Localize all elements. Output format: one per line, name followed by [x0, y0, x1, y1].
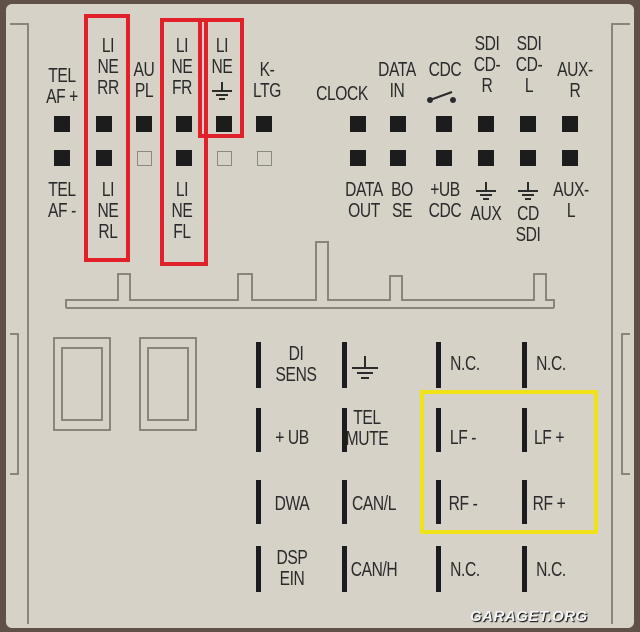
- label-line-fr: LI NE FR: [171, 35, 193, 99]
- pin: [176, 116, 192, 132]
- highlight-line-rear: [84, 14, 130, 262]
- terminal-bar: [256, 480, 261, 524]
- watermark: GARAGET.ORG: [470, 608, 588, 625]
- label-nc: N.C.: [536, 559, 566, 581]
- pin-empty: [137, 151, 152, 166]
- pin: [520, 116, 536, 132]
- label-dwa: DWA: [274, 493, 310, 515]
- label-lf-minus: LF -: [449, 427, 477, 449]
- label-clock: CLOCK: [316, 83, 368, 105]
- label-bose: BO SE: [391, 179, 413, 222]
- label-sdi-cd-r: SDI CD- R: [473, 33, 501, 97]
- label-dsp-ein: DSP EIN: [276, 547, 308, 590]
- pin-empty: [257, 151, 272, 166]
- terminal-bar: [522, 408, 527, 452]
- terminal-bar: [342, 408, 347, 452]
- pin-empty: [217, 151, 232, 166]
- label-line-ground: LI NE: [211, 35, 233, 78]
- label-k-ltg: K- LTG: [252, 59, 282, 102]
- terminal-bar: [256, 408, 261, 452]
- housing-outline: [10, 23, 630, 624]
- label-tel-mute: TEL MUTE: [345, 407, 389, 450]
- label-line-rr: LI NE RR: [97, 35, 119, 99]
- pin: [478, 150, 494, 166]
- label-lf-plus: LF +: [533, 427, 565, 449]
- pin: [216, 116, 232, 132]
- terminal-bar: [436, 408, 441, 452]
- terminal-bar: [436, 342, 441, 388]
- pin: [96, 116, 112, 132]
- label-gnd-aux: AUX: [470, 203, 502, 225]
- highlight-line-ground: [198, 18, 244, 138]
- label-can-l: CAN/L: [352, 493, 396, 515]
- terminal-bar: [522, 480, 527, 524]
- label-data-in: DATA IN: [378, 59, 416, 102]
- pin: [562, 150, 578, 166]
- highlight-speaker-outputs: [420, 390, 598, 534]
- label-rf-minus: RF -: [448, 493, 478, 515]
- label-tel-af-plus: TEL AF +: [46, 65, 78, 108]
- ground-icon: [518, 182, 538, 200]
- label-plus-ub: + UB: [275, 427, 309, 449]
- label-ub-cdc: +UB CDC: [428, 179, 462, 222]
- pin: [390, 116, 406, 132]
- pin: [562, 116, 578, 132]
- ground-icon: [476, 182, 496, 200]
- label-data-out: DATA OUT: [345, 179, 383, 222]
- ground-icon: [352, 356, 378, 379]
- pin: [436, 116, 452, 132]
- pin: [390, 150, 406, 166]
- terminal-bar: [522, 546, 527, 592]
- terminal-bar: [436, 480, 441, 524]
- label-tel-af-minus: TEL AF -: [48, 179, 76, 222]
- terminal-bar: [342, 480, 347, 524]
- terminal-bar: [342, 342, 347, 388]
- label-nc: N.C.: [450, 353, 480, 375]
- pin: [176, 150, 192, 166]
- label-aux-r: AUX- R: [557, 59, 593, 102]
- pin: [478, 116, 494, 132]
- terminal-bar: [256, 546, 261, 592]
- pin: [54, 116, 70, 132]
- label-rf-plus: RF +: [532, 493, 566, 515]
- pin: [96, 150, 112, 166]
- label-gnd-cd-sdi: CD SDI: [515, 203, 541, 246]
- terminal-bar: [256, 342, 261, 388]
- pin: [256, 116, 272, 132]
- label-au-pl: AU PL: [133, 59, 155, 102]
- label-sdi-cd-l: SDI CD- L: [515, 33, 543, 97]
- terminal-bar: [342, 546, 347, 592]
- label-cdc: CDC: [428, 59, 462, 81]
- pin: [436, 150, 452, 166]
- connector-panel: TEL AF + LI NE RR AU PL LI NE FR LI NE K…: [6, 4, 634, 628]
- switch-icon: [427, 91, 456, 103]
- watermark-brand: GARAGET: [470, 608, 548, 625]
- watermark-tld: .ORG: [547, 608, 588, 625]
- label-aux-l: AUX- L: [553, 179, 589, 222]
- label-line-fl: LI NE FL: [171, 179, 193, 243]
- label-di-sens: DI SENS: [275, 343, 317, 386]
- ground-icon: [212, 82, 232, 100]
- highlight-line-front: [160, 18, 208, 266]
- pin: [350, 116, 366, 132]
- pin: [54, 150, 70, 166]
- pin: [350, 150, 366, 166]
- label-can-h: CAN/H: [350, 559, 398, 581]
- label-line-rl: LI NE RL: [97, 179, 119, 243]
- terminal-bar: [522, 342, 527, 388]
- label-nc: N.C.: [536, 353, 566, 375]
- terminal-bar: [436, 546, 441, 592]
- label-nc: N.C.: [450, 559, 480, 581]
- pin: [136, 116, 152, 132]
- pin: [520, 150, 536, 166]
